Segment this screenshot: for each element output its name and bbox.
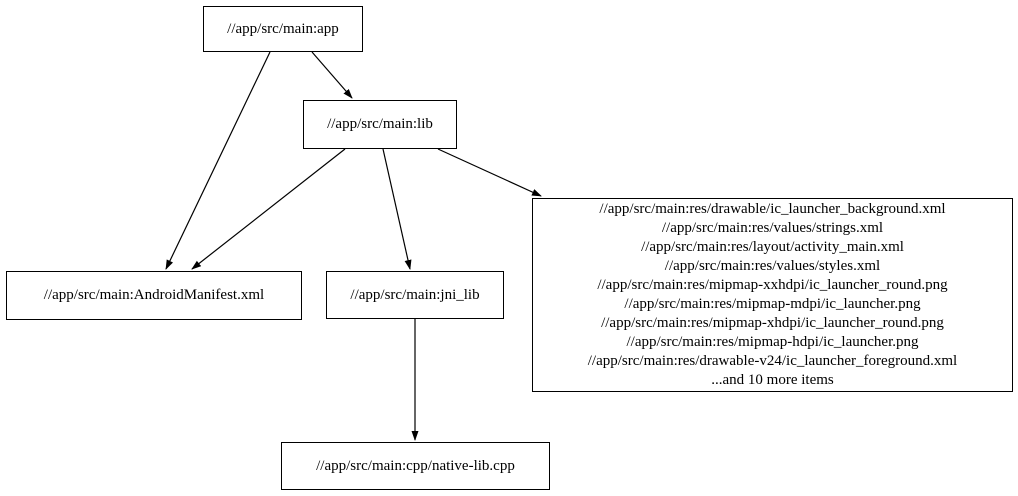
resource-item-more: ...and 10 more items (711, 372, 834, 389)
node-lib-label: //app/src/main:lib (327, 116, 433, 132)
edge-lib-manifest (191, 148, 346, 270)
resource-item: //app/src/main:res/values/styles.xml (664, 257, 881, 274)
node-lib: //app/src/main:lib (303, 100, 457, 149)
node-jni-lib-label: //app/src/main:jni_lib (350, 286, 480, 303)
resource-item: //app/src/main:res/drawable-v24/ic_launc… (587, 353, 958, 370)
node-native-lib-cpp-label: //app/src/main:cpp/native-lib.cpp (316, 457, 515, 474)
edge-lib-resources (437, 148, 542, 197)
node-android-manifest: //app/src/main:AndroidManifest.xml (6, 271, 302, 320)
node-app: //app/src/main:app (203, 6, 363, 52)
resource-item: //app/src/main:res/mipmap-hdpi/ic_launch… (626, 334, 919, 351)
resource-item: //app/src/main:res/mipmap-xhdpi/ic_launc… (601, 315, 944, 332)
edge-app-lib (311, 51, 353, 99)
node-android-manifest-label: //app/src/main:AndroidManifest.xml (43, 287, 265, 303)
node-resources-group: //app/src/main:res/drawable/ic_launcher_… (532, 198, 1013, 392)
resource-item: //app/src/main:res/values/strings.xml (661, 219, 884, 236)
resource-item: //app/src/main:res/mipmap-mdpi/ic_launch… (624, 296, 921, 312)
resource-item: //app/src/main:res/drawable/ic_launcher_… (599, 200, 946, 217)
node-native-lib-cpp: //app/src/main:cpp/native-lib.cpp (281, 442, 550, 490)
resource-item: //app/src/main:res/layout/activity_main.… (641, 238, 904, 255)
node-app-label: //app/src/main:app (227, 20, 339, 37)
resource-item: //app/src/main:res/mipmap-xxhdpi/ic_laun… (597, 276, 948, 293)
edge-app-manifest (165, 51, 271, 270)
node-jni-lib: //app/src/main:jni_lib (326, 271, 504, 319)
edge-lib-jnilib (382, 148, 412, 270)
